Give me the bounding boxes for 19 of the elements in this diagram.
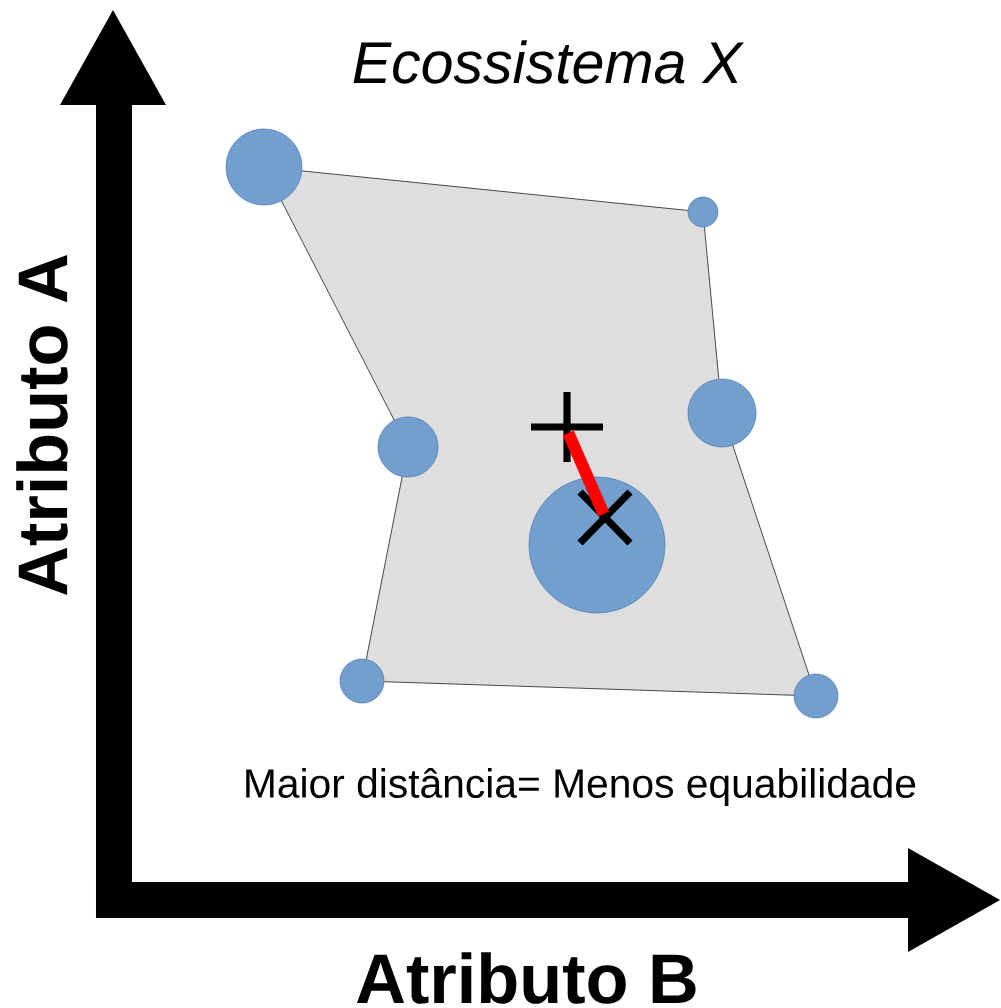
circle-marker — [687, 378, 757, 448]
x-mark — [576, 488, 634, 547]
connector-line — [365, 476, 403, 660]
connector-line — [281, 200, 395, 421]
circle-marker — [687, 196, 719, 228]
axis-label: Atributo B — [356, 952, 696, 1004]
note-text: Maior distância= Menos equabilidade — [246, 767, 916, 807]
connector-line — [301, 170, 689, 211]
circle-marker — [377, 416, 439, 478]
circle-marker — [528, 476, 666, 614]
title: Ecossistema X — [353, 40, 744, 84]
axis-label: Atributo A — [16, 255, 68, 596]
connector-line — [704, 226, 720, 380]
connector-line — [732, 445, 810, 676]
circle-marker — [793, 673, 839, 719]
connector-line — [383, 681, 795, 696]
circle-marker — [339, 658, 385, 704]
thick-line — [562, 430, 610, 517]
circle-marker — [225, 128, 303, 206]
